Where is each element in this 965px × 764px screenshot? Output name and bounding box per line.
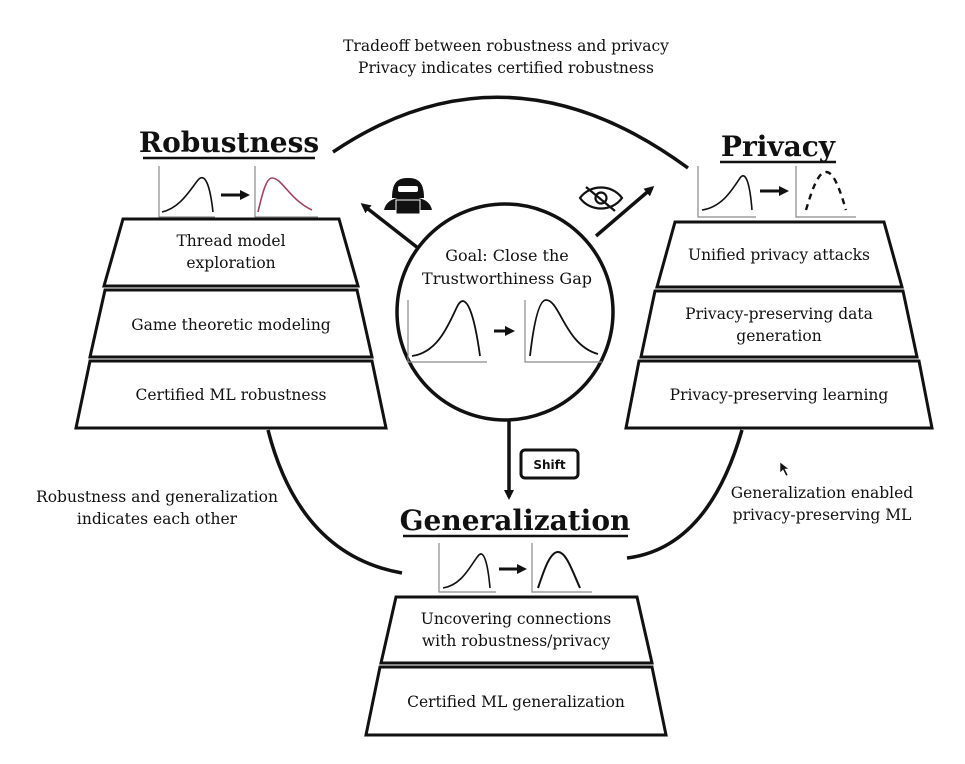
top-note-line1: Tradeoff between robustness and privacy xyxy=(343,37,669,55)
right-note-line1: Generalization enabled xyxy=(731,484,914,502)
goal-line1: Goal: Close the xyxy=(445,246,569,265)
arrow-to-privacy xyxy=(594,186,655,238)
privacy-item-1: Unified privacy attacks xyxy=(688,246,870,264)
shift-key-label: Shift xyxy=(533,458,566,472)
shift-key: Shift xyxy=(519,448,580,480)
generalization-box-1 xyxy=(379,595,654,665)
robustness-box-1 xyxy=(102,217,360,288)
generalization-original-curve xyxy=(438,543,496,593)
eye-slash-icon xyxy=(578,186,624,212)
robustness-shifted-curve xyxy=(254,166,318,218)
generalization-shifted-curve xyxy=(531,543,592,593)
left-note-line1: Robustness and generalization xyxy=(36,488,278,506)
goal-shifted-curve xyxy=(524,299,602,363)
generalization-title: Generalization xyxy=(400,504,631,537)
arc-robustness-generalization xyxy=(266,429,403,575)
robustness-item-2: Game theoretic modeling xyxy=(131,316,331,334)
privacy-box-1 xyxy=(655,220,904,289)
privacy-box-3 xyxy=(624,359,934,430)
privacy-item-3: Privacy-preserving learning xyxy=(670,386,889,404)
robustness-title: Robustness xyxy=(139,126,319,159)
privacy-original-curve xyxy=(697,166,756,218)
mouse-cursor-icon xyxy=(779,461,790,477)
generalization-item-1-line2: with robustness/privacy xyxy=(422,632,610,650)
robustness-original-curve xyxy=(158,166,215,218)
robustness-item-1-line2: exploration xyxy=(186,254,275,272)
left-note-line2: indicates each other xyxy=(77,510,238,528)
generalization-section: Generalization Uncovering connections wi… xyxy=(364,504,668,737)
robustness-item-1-line1: Thread model xyxy=(176,232,285,250)
robustness-box-2 xyxy=(88,288,374,359)
privacy-item-2-line1: Privacy-preserving data xyxy=(685,305,873,323)
goal-original-curve xyxy=(407,300,487,363)
robustness-box-3 xyxy=(74,359,388,430)
generalization-item-1-line1: Uncovering connections xyxy=(421,610,612,628)
privacy-item-2-line2: generation xyxy=(736,327,821,345)
arc-robustness-privacy xyxy=(332,95,690,170)
arrow-to-robustness xyxy=(360,203,420,250)
privacy-shifted-curve xyxy=(795,166,856,218)
hacker-icon xyxy=(384,178,432,215)
generalization-item-2: Certified ML generalization xyxy=(407,693,625,711)
privacy-section: Privacy Unified privacy attacks Privacy-… xyxy=(624,130,934,430)
cycle-arcs xyxy=(266,95,744,575)
generalization-box-2 xyxy=(364,665,668,737)
goal-circle xyxy=(395,202,615,422)
privacy-box-2 xyxy=(639,289,919,359)
robustness-section: Robustness Thread model exploration Game… xyxy=(74,126,388,430)
top-note-line2: Privacy indicates certified robustness xyxy=(358,59,654,77)
right-note-line2: privacy-preserving ML xyxy=(733,506,912,524)
center-goal: Goal: Close the Trustworthiness Gap xyxy=(395,202,615,422)
arc-privacy-generalization xyxy=(626,429,744,560)
robustness-item-3: Certified ML robustness xyxy=(136,386,327,404)
privacy-title: Privacy xyxy=(721,130,836,163)
goal-line2: Trustworthiness Gap xyxy=(422,269,592,288)
